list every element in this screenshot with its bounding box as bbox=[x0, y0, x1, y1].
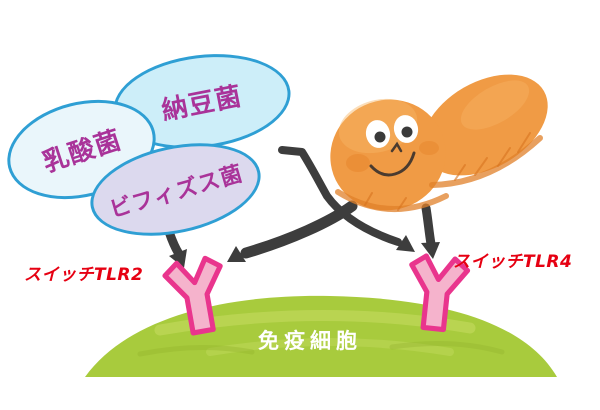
right-pupil bbox=[401, 126, 413, 138]
smile-mouth-icon bbox=[369, 151, 416, 177]
left-pupil bbox=[374, 131, 386, 143]
arrow-character-to-tlr4 bbox=[421, 203, 440, 259]
mound-highlight-streak-2 bbox=[206, 338, 454, 356]
character-tail-shading bbox=[429, 135, 543, 188]
receptor-tlr2-y-icon bbox=[162, 255, 223, 336]
mound-shade-streak bbox=[137, 344, 255, 357]
character-tail-highlight bbox=[460, 80, 530, 130]
receptor-tlr4-y-icon bbox=[409, 253, 471, 333]
arrow-bubbles-to-tlr4 bbox=[278, 146, 415, 252]
orange-bacterium-character bbox=[330, 74, 548, 213]
right-blush bbox=[419, 141, 439, 155]
character-shading bbox=[335, 189, 449, 213]
label-switch-tlr2: スイッチTLR2 bbox=[24, 265, 144, 285]
character-tail bbox=[422, 74, 548, 176]
character-hatching bbox=[364, 132, 531, 211]
label-immune-cell: 免疫細胞 bbox=[258, 329, 362, 353]
label-switch-tlr4: スイッチTLR4 bbox=[453, 252, 573, 272]
bubble-natto-label: 納豆菌 bbox=[159, 81, 246, 127]
nose-icon bbox=[390, 141, 403, 153]
left-blush bbox=[346, 154, 370, 172]
arrow-character-to-tlr2 bbox=[227, 200, 358, 262]
bubble-bifizusu-label: ビフィズス菌 bbox=[106, 160, 246, 223]
mound-shade-streak-2 bbox=[389, 340, 505, 355]
